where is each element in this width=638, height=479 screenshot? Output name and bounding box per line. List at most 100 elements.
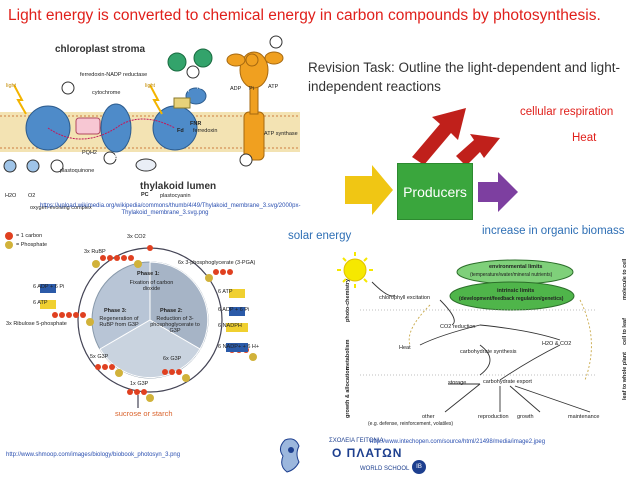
light-label-1: light xyxy=(6,83,17,89)
solar-arrow xyxy=(345,165,393,215)
nadph-label: NADPH xyxy=(170,88,190,94)
energy-flow-arrows xyxy=(345,108,518,215)
rubp-label: 3x RuBP xyxy=(84,249,106,255)
co2-reduction-label: CO2 reduction xyxy=(440,324,476,330)
atp-label: ATP xyxy=(268,84,279,90)
h2o-label: H2O xyxy=(5,193,17,199)
right-label-molecule: molecule to cell xyxy=(622,258,628,300)
g3p-1-label: 1x G3P xyxy=(130,381,149,387)
logo-name: Ο ΠΛΑΤΩΝ xyxy=(332,446,403,460)
carb-export-label: carbohydrate export xyxy=(483,379,532,385)
adp-label: ADP xyxy=(230,86,242,92)
network-source-link[interactable]: http://www.intechopen.com/source/html/21… xyxy=(370,439,546,445)
psi-complex xyxy=(152,105,198,151)
respiration-arrow-big xyxy=(412,108,466,165)
intrinsic-limits-label: intrinsic limits xyxy=(497,288,535,294)
ferredoxin-label: ferredoxin xyxy=(193,128,218,134)
respiration-arrow-small xyxy=(456,134,500,166)
cellular-respiration-label: cellular respiration xyxy=(520,106,614,118)
g3p-6-label: 6x G3P xyxy=(163,356,182,362)
carb-synthesis-label: carbohydrate synthesis xyxy=(460,349,517,355)
adp-left-label: 6 ADP + 6 Pi xyxy=(33,284,65,290)
phase2-text: Reduction of 3-phosphoglycerate to G3P xyxy=(150,316,200,334)
pq-box xyxy=(75,117,101,135)
pc-label: PC xyxy=(141,192,149,198)
light-label-2: light xyxy=(145,83,156,89)
phase1-text: Fixation of carbon dioxide xyxy=(129,280,174,292)
producers-box: Producers xyxy=(397,163,473,220)
lumen-label: thylakoid lumen xyxy=(140,181,217,192)
atp-synthase xyxy=(239,51,269,161)
atp-synthase-label: ATP synthase xyxy=(264,131,298,137)
phosphate-groups xyxy=(86,260,257,402)
plastoquinone-label: plastoquinone xyxy=(60,168,95,174)
atp-right-label: 6 ATP xyxy=(218,289,233,295)
intrinsic-limits-sub: (development/feedback regulation/genetic… xyxy=(459,296,564,302)
pq-label: PQH2 xyxy=(82,150,97,156)
pi-label: Pi xyxy=(249,86,254,92)
plastocyanin-label: plastocyanin xyxy=(160,193,191,199)
legend-carbon: = 1 carbon xyxy=(16,233,43,239)
page-title: Light energy is converted to chemical en… xyxy=(8,7,601,24)
chlorophyll-label: chlorophyll excitation xyxy=(379,295,431,301)
storage-label: storage xyxy=(448,380,467,386)
oec-label: oxygen-evolving complex xyxy=(30,205,92,211)
legend-phosphate: = Phosphate xyxy=(16,242,48,248)
b6f-label: b6f xyxy=(110,154,121,161)
biomass-arrow xyxy=(478,172,518,212)
organic-biomass-label: increase in organic biomass xyxy=(482,225,625,237)
thylakoid-diagram xyxy=(0,35,300,173)
nadp-label-calvin: 6 NADP+ + 6 H+ xyxy=(218,344,260,350)
fnr-short-label: FNR xyxy=(190,121,202,127)
reproduction-label: reproduction xyxy=(478,414,509,420)
fd-label: Fd xyxy=(177,128,184,134)
h2o-co2-label: H2O & CO2 xyxy=(542,341,572,347)
logo-school: WORLD SCHOOL xyxy=(360,466,410,472)
network-heat-label: Heat xyxy=(399,345,411,351)
adp-right-label: 6 ADP + 6 Pi xyxy=(218,307,250,313)
right-label-leaf: leaf to whole plant xyxy=(622,352,628,400)
light-bolt-1 xyxy=(13,84,27,115)
o2-label: O2 xyxy=(28,193,36,199)
ib-logo: IB xyxy=(412,460,426,474)
thylakoid-source-link[interactable]: https://upload.wikimedia.org/wikipedia/c… xyxy=(40,203,301,216)
cytochrome-label: cytochrome xyxy=(92,90,121,96)
other-label: other xyxy=(422,414,435,420)
starch-label: sucrose or starch xyxy=(115,409,173,418)
nadp-label: NADP+ xyxy=(197,85,216,91)
phase1-title: Phase 1: xyxy=(137,271,160,277)
psii-label: PSII xyxy=(39,154,53,161)
right-label-cell: cell to leaf xyxy=(622,318,628,345)
phase3-text: Regeneration of RuBP from G3P xyxy=(99,316,139,328)
phase2-title: Phase 2: xyxy=(160,308,183,314)
env-limits-label: environmental limits xyxy=(489,264,543,270)
fnr-label: ferredoxin-NADP reductase xyxy=(80,72,148,78)
other-sub-label: (e.g. defense, reinforcement, volatiles) xyxy=(368,421,454,427)
plant-network-diagram xyxy=(337,252,595,413)
maintenance-label: maintenance xyxy=(568,414,600,420)
light-bolt-2 xyxy=(149,84,163,115)
fnr-enzyme xyxy=(185,87,207,105)
atp-left-label: 6 ATP xyxy=(33,300,48,306)
calvin-source-link[interactable]: http://www.shmoop.com/images/biology/bio… xyxy=(6,452,181,458)
left-label-growth: growth & allocation xyxy=(345,366,351,418)
psi-label: PSI xyxy=(168,154,180,161)
left-label-metabolism: metabolism xyxy=(345,339,351,370)
co2-label: 3x CO2 xyxy=(127,234,146,240)
stroma-label: chloroplast stroma xyxy=(55,44,146,55)
nadp-circle xyxy=(193,48,213,68)
logo-top-text: ΣΧΟΛΕΙΑ ΓΕΙΤΟΝΙΑ xyxy=(329,438,384,444)
sun-icon xyxy=(337,252,373,288)
env-limits-sub: (temperature/water/mineral nutrients) xyxy=(470,272,553,278)
heat-label: Heat xyxy=(572,132,597,144)
revision-task: Revision Task: Outline the light-depende… xyxy=(308,60,620,94)
ferredoxin-box xyxy=(173,97,191,109)
g3p-5-label: 5x G3P xyxy=(90,354,109,360)
solar-energy-label: solar energy xyxy=(288,230,352,242)
pga-label: 6x 3-phosphoglycerate (3-PGA) xyxy=(178,260,256,266)
growth-label: growth xyxy=(517,414,534,420)
nadph-label-calvin: 6 NADPH xyxy=(218,323,242,329)
phase3-title: Phase 3: xyxy=(104,308,127,314)
calvin-cycle-diagram xyxy=(5,232,257,408)
plastocyanin xyxy=(135,158,157,172)
